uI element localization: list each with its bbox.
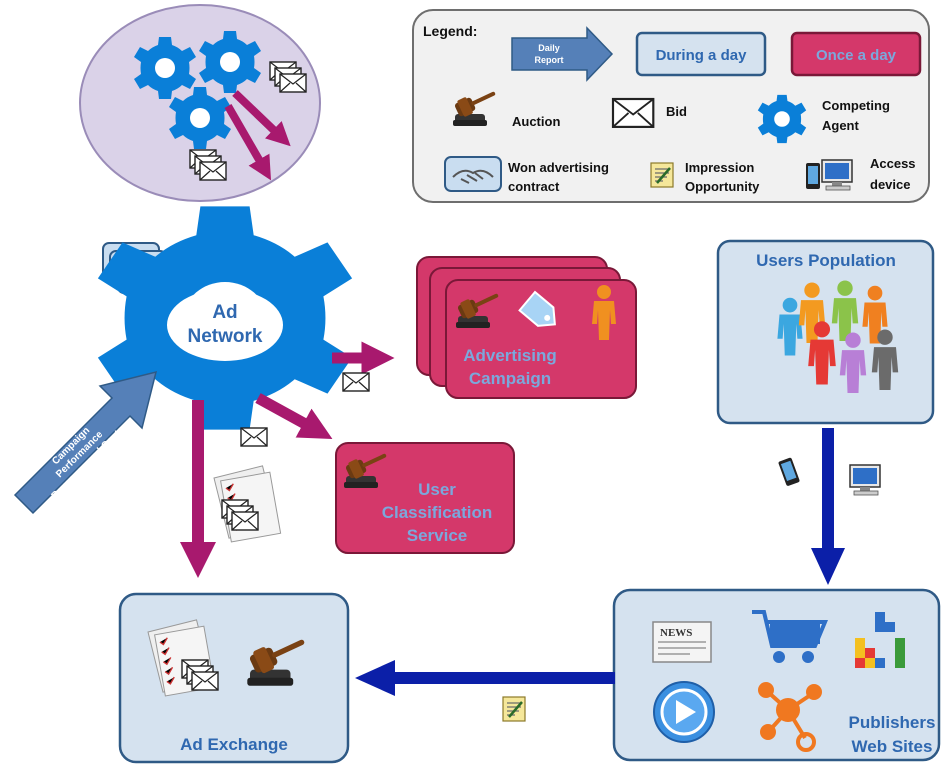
users-to-publishers-arrow [778,428,881,585]
tetris-icon [855,612,905,668]
user-classification-label-3: Service [407,526,468,545]
advertising-campaign-node: Advertising Campaign [416,256,637,399]
publishers-node: NEWS Publishers Web S [612,588,941,762]
competing-agent-label-2: Agent [822,118,860,133]
user-classification-label-1: User [418,480,456,499]
access-device-label-2: device [870,177,910,192]
user-classification-node: User Classification Service [335,442,515,554]
price-tag-icon [518,290,556,327]
ad-exchange-node: Ad Exchange [118,592,350,764]
competing-agents-group [79,4,321,202]
news-label: NEWS [660,627,692,639]
users-population-label: Users Population [756,251,896,270]
won-contract-label-1: Won advertising [508,160,609,175]
won-contract-label-2: contract [508,179,560,194]
campaign-report-arrow: Campaign Performance Revenues and Costs [13,370,158,515]
advertising-campaign-label-2: Campaign [469,369,551,388]
bid-icon [611,97,655,128]
users-population-node: Users Population [716,239,935,425]
impression-opportunity-icon [649,161,675,189]
ad-network-label-1: Ad [212,302,237,323]
network-hub-icon [758,682,822,752]
desktop-icon [849,464,881,496]
during-a-day-label: During a day [656,47,748,64]
daily-report-arrow: Daily Report [511,26,614,82]
auction-label: Auction [512,114,560,129]
once-a-day-key [790,31,922,77]
publishers-label-2: Web Sites [852,737,933,756]
access-device-label-1: Access [870,156,916,171]
competing-agent-label-1: Competing [822,98,890,113]
impression-label-1: Impression [685,160,754,175]
legend-panel: Legend: Daily Report During a day Once a… [412,9,930,203]
bid-label: Bid [666,104,687,119]
ad-network-label-2: Network [188,326,263,347]
ad-exchange-label: Ad Exchange [180,735,288,754]
legend-title: Legend: [423,23,477,39]
during-a-day-key [635,31,767,77]
publishers-to-exchange-arrow [355,660,615,723]
impression-label-2: Opportunity [685,179,760,194]
shopping-cart-icon [752,610,828,663]
newspaper-icon: NEWS [652,621,712,663]
user-classification-label-2: Classification [382,503,493,522]
daily-report-label-1: Daily [538,43,560,53]
publishers-label-1: Publishers [849,713,936,732]
ad-network-node: Ad Network [97,206,353,430]
ad-network-flows [180,341,395,578]
daily-report-label-2: Report [535,55,564,65]
once-a-day-label: Once a day [816,47,897,64]
mobile-phone-icon [778,457,801,487]
video-play-icon [653,681,715,743]
advertising-campaign-label-1: Advertising [463,346,557,365]
won-contract-icon [444,156,502,192]
